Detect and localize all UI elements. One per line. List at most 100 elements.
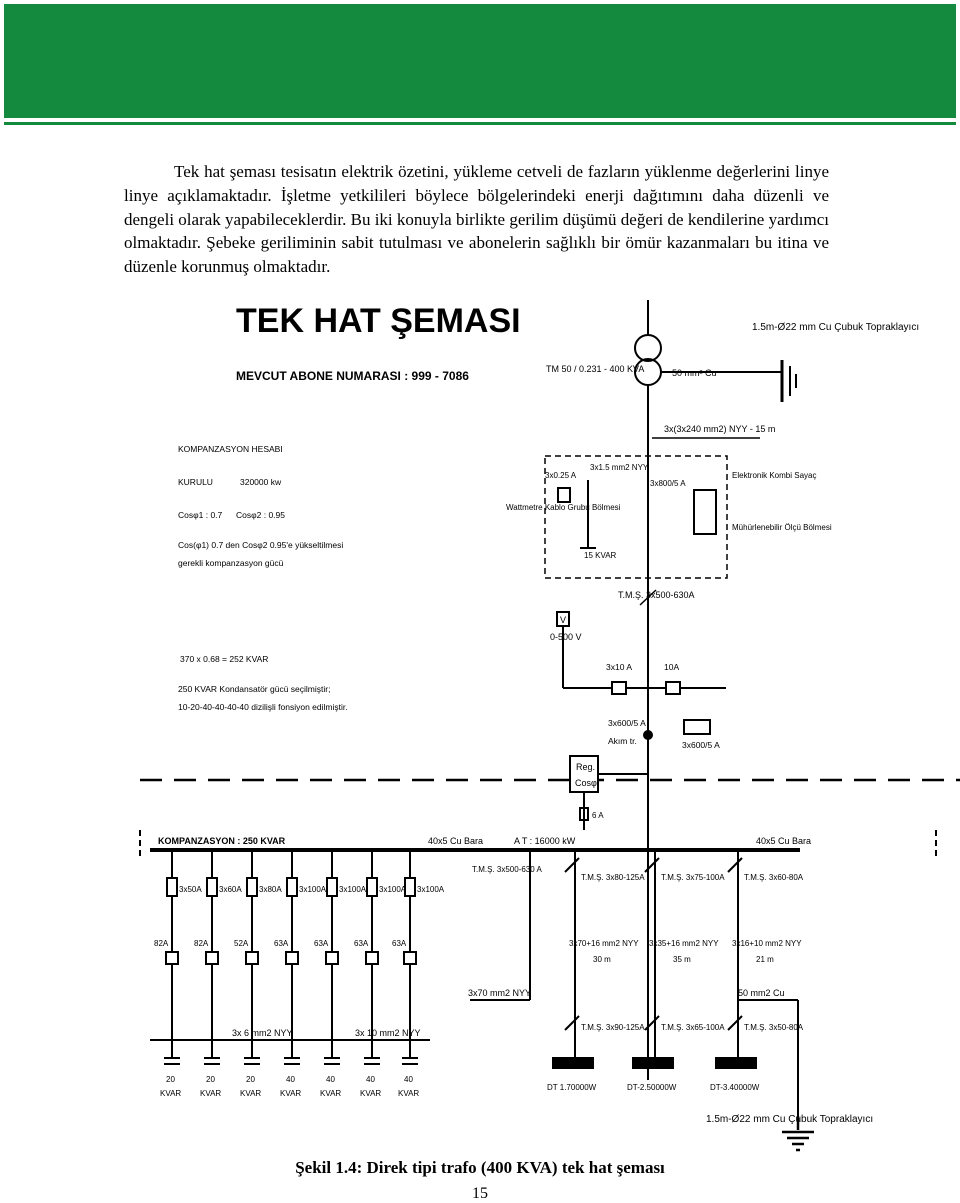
earth-cable-label: 50 mm² Cu bbox=[672, 368, 717, 378]
breaker-icon bbox=[727, 857, 743, 873]
out-cable-label: 3x70+16 mm2 NYY bbox=[569, 939, 639, 948]
svg-text:3x0.25 A: 3x0.25 A bbox=[545, 471, 577, 480]
breaker-icon bbox=[564, 1015, 580, 1031]
comp-contactor-label: 63A bbox=[392, 939, 407, 948]
comp-contactor-label: 82A bbox=[194, 939, 209, 948]
contactor-icon bbox=[325, 951, 339, 965]
svg-text:40x5 Cu Bara: 40x5 Cu Bara bbox=[756, 836, 811, 846]
figure-caption: Şekil 1.4: Direk tipi trafo (400 KVA) te… bbox=[295, 1158, 665, 1177]
comp-contactor-label: 63A bbox=[314, 939, 329, 948]
main-cable-label: 3x(3x240 mm2) NYY - 15 m bbox=[664, 424, 775, 434]
comp-contactor-label: 52A bbox=[234, 939, 249, 948]
fuse-icon-2 bbox=[665, 681, 681, 695]
comp-fuse-icon bbox=[286, 877, 298, 897]
contactor-icon bbox=[245, 951, 259, 965]
comp-fuse-label: 3x60A bbox=[219, 885, 242, 894]
comp-fuse-label: 3x80A bbox=[259, 885, 282, 894]
compensation-branches: 3x50A82A20KVAR3x60A82A20KVAR3x80A52A20KV… bbox=[154, 850, 445, 1098]
out-length-label: 30 m bbox=[593, 955, 611, 964]
svg-text:Mühürlenebilir Ölçü Bölmesi: Mühürlenebilir Ölçü Bölmesi bbox=[732, 523, 832, 532]
voltmeter-range: 0-500 V bbox=[550, 632, 582, 642]
svg-text:320000 kw: 320000 kw bbox=[240, 477, 282, 487]
out-length-label: 21 m bbox=[756, 955, 774, 964]
header-rule bbox=[4, 122, 956, 125]
comp-kvar-unit: KVAR bbox=[280, 1089, 301, 1098]
current-transformer-label: 3x600/5 A bbox=[608, 718, 646, 728]
ammeter-box-icon bbox=[683, 719, 711, 735]
breaker-icon bbox=[644, 1015, 660, 1031]
fuse-6a-icon bbox=[579, 807, 589, 821]
earth-bottom-cable: 50 mm2 Cu bbox=[738, 988, 785, 998]
bottom-cable: 3x70 mm2 NYY bbox=[468, 988, 531, 998]
contactor-icon bbox=[205, 951, 219, 965]
comp-fuse-icon bbox=[166, 877, 178, 897]
single-line-diagram: TEK HAT ŞEMASI MEVCUT ABONE NUMARASI : 9… bbox=[139, 300, 960, 1152]
metering-cabinet bbox=[544, 455, 728, 579]
svg-text:Cosφ: Cosφ bbox=[575, 778, 597, 788]
comp-kvar-value: 40 bbox=[286, 1075, 295, 1084]
comp-cable-a: 3x 6 mm2 NYY bbox=[232, 1028, 293, 1038]
svg-text:Cosφ2 : 0.95: Cosφ2 : 0.95 bbox=[236, 510, 285, 520]
tms-out-label: T.M.Ş. 3x80-125A bbox=[581, 873, 645, 882]
distribution-board-label: DT 1.70000W bbox=[547, 1083, 597, 1092]
svg-text:KURULU: KURULU bbox=[178, 477, 213, 487]
svg-text:10A: 10A bbox=[664, 662, 679, 672]
tms-bottom-label: T.M.Ş. 3x65-100A bbox=[661, 1023, 725, 1032]
distribution-board-label: DT-3.40000W bbox=[710, 1083, 760, 1092]
svg-text:250 KVAR Kondansatör gücü seçi: 250 KVAR Kondansatör gücü seçilmiştir; bbox=[178, 684, 330, 694]
comp-kvar-value: 40 bbox=[404, 1075, 413, 1084]
svg-text:3x800/5 A: 3x800/5 A bbox=[650, 479, 686, 488]
comp-kvar-unit: KVAR bbox=[200, 1089, 221, 1098]
output-branches: T.M.Ş. 3x500-630 AT.M.Ş. 3x80-125A3x70+1… bbox=[470, 850, 804, 1118]
svg-text:370 x 0.68 = 252 KVAR: 370 x 0.68 = 252 KVAR bbox=[180, 654, 268, 664]
body-paragraph: Tek hat şeması tesisatın elektrik özetin… bbox=[124, 160, 829, 279]
earth-bottom-icon bbox=[782, 1118, 814, 1152]
svg-text:V: V bbox=[560, 615, 566, 625]
ct-icon bbox=[643, 730, 653, 740]
contactor-icon bbox=[365, 951, 379, 965]
metering-notes: 3x0.25 A 3x1.5 mm2 NYY Wattmetre Kablo G… bbox=[506, 463, 832, 560]
out-cable-label: 3x16+10 mm2 NYY bbox=[732, 939, 802, 948]
comp-kvar-value: 20 bbox=[206, 1075, 215, 1084]
comp-contactor-label: 63A bbox=[274, 939, 289, 948]
diagram-title: TEK HAT ŞEMASI bbox=[236, 302, 521, 340]
svg-text:Elektronik Kombi Sayaç: Elektronik Kombi Sayaç bbox=[732, 471, 816, 480]
comp-kvar-unit: KVAR bbox=[398, 1089, 419, 1098]
out-cable-label: 3x35+16 mm2 NYY bbox=[649, 939, 719, 948]
svg-text:Reg.: Reg. bbox=[576, 762, 595, 772]
comp-fuse-label: 3x100A bbox=[299, 885, 327, 894]
svg-text:Akım tr.: Akım tr. bbox=[608, 736, 637, 746]
breaker-icon bbox=[564, 857, 580, 873]
breaker-icon bbox=[644, 857, 660, 873]
svg-text:3x10 A: 3x10 A bbox=[606, 662, 632, 672]
comp-kvar-unit: KVAR bbox=[160, 1089, 181, 1098]
compensation-notes: KOMPANZASYON HESABI KURULU 320000 kw Cos… bbox=[178, 444, 348, 712]
comp-fuse-label: 3x50A bbox=[179, 885, 202, 894]
subscriber-number: MEVCUT ABONE NUMARASI : 999 - 7086 bbox=[236, 369, 469, 383]
breaker-icon bbox=[727, 1015, 743, 1031]
busbar-comp-label: KOMPANZASYON : 250 KVAR bbox=[158, 836, 286, 846]
comp-fuse-icon bbox=[366, 877, 378, 897]
svg-text:KOMPANZASYON HESABI: KOMPANZASYON HESABI bbox=[178, 444, 283, 454]
comp-kvar-unit: KVAR bbox=[320, 1089, 341, 1098]
distribution-board-icon bbox=[715, 1057, 757, 1069]
comp-fuse-icon bbox=[326, 877, 338, 897]
comp-kvar-value: 40 bbox=[366, 1075, 375, 1084]
comp-kvar-value: 20 bbox=[246, 1075, 255, 1084]
fuse-icon bbox=[611, 681, 627, 695]
comp-kvar-value: 20 bbox=[166, 1075, 175, 1084]
svg-text:Wattmetre Kablo Grubu Bölmesi: Wattmetre Kablo Grubu Bölmesi bbox=[506, 503, 621, 512]
transformer-label: TM 50 / 0.231 - 400 KVA bbox=[546, 364, 644, 374]
svg-text:10-20-40-40-40-40 dizilişli fo: 10-20-40-40-40-40 dizilişli fonsiyon edi… bbox=[178, 702, 348, 712]
distribution-board-icon bbox=[552, 1057, 594, 1069]
tms-main-label: T.M.Ş. 3x500-630A bbox=[618, 590, 695, 600]
comp-fuse-icon bbox=[206, 877, 218, 897]
comp-kvar-value: 40 bbox=[326, 1075, 335, 1084]
tms-out-label: T.M.Ş. 3x75-100A bbox=[661, 873, 725, 882]
comp-kvar-unit: KVAR bbox=[240, 1089, 261, 1098]
comp-cable-b: 3x 10 mm2 NYY bbox=[355, 1028, 421, 1038]
comp-contactor-label: 63A bbox=[354, 939, 369, 948]
comp-fuse-label: 3x100A bbox=[379, 885, 407, 894]
svg-text:gerekli kompanzasyon gücü: gerekli kompanzasyon gücü bbox=[178, 558, 284, 568]
header-banner bbox=[4, 4, 956, 118]
